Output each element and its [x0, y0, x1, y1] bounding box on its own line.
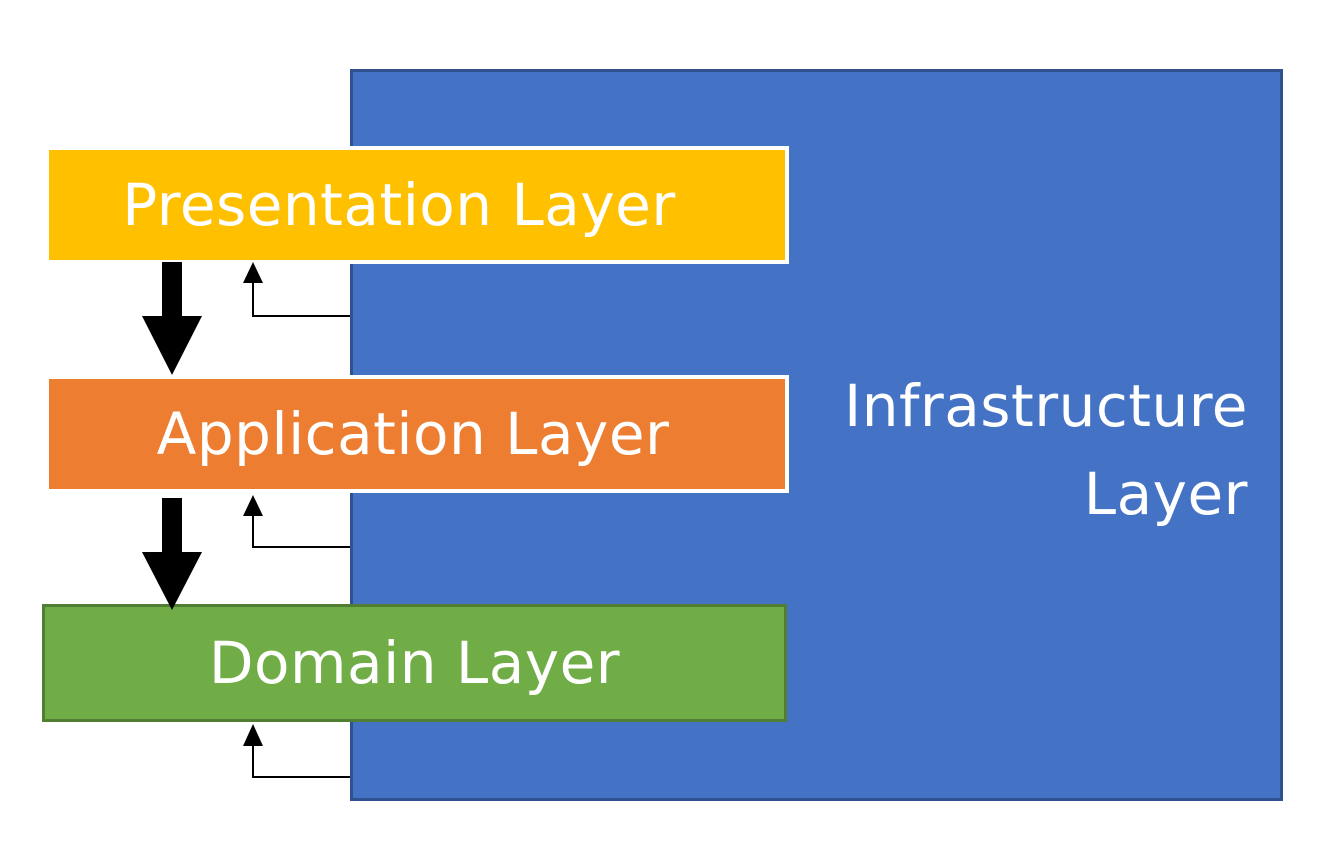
application-layer-label: Application Layer	[156, 400, 670, 468]
domain-layer-box: Domain Layer	[42, 604, 787, 722]
infrastructure-to-application-arrow	[243, 495, 350, 548]
domain-layer-label: Domain Layer	[208, 629, 621, 697]
application-to-domain-arrow	[142, 498, 202, 610]
infrastructure-to-presentation-arrow	[243, 262, 350, 317]
presentation-layer-label: Presentation Layer	[122, 171, 676, 239]
infrastructure-to-domain-arrow	[243, 724, 350, 778]
infrastructure-label-line1: Infrastructure	[844, 372, 1248, 440]
presentation-to-application-arrow	[142, 262, 202, 375]
infrastructure-layer-label: Infrastructure Layer	[844, 362, 1248, 538]
presentation-layer-box: Presentation Layer	[45, 146, 789, 264]
infrastructure-label-line2: Layer	[1083, 460, 1248, 528]
application-layer-box: Application Layer	[45, 375, 789, 493]
